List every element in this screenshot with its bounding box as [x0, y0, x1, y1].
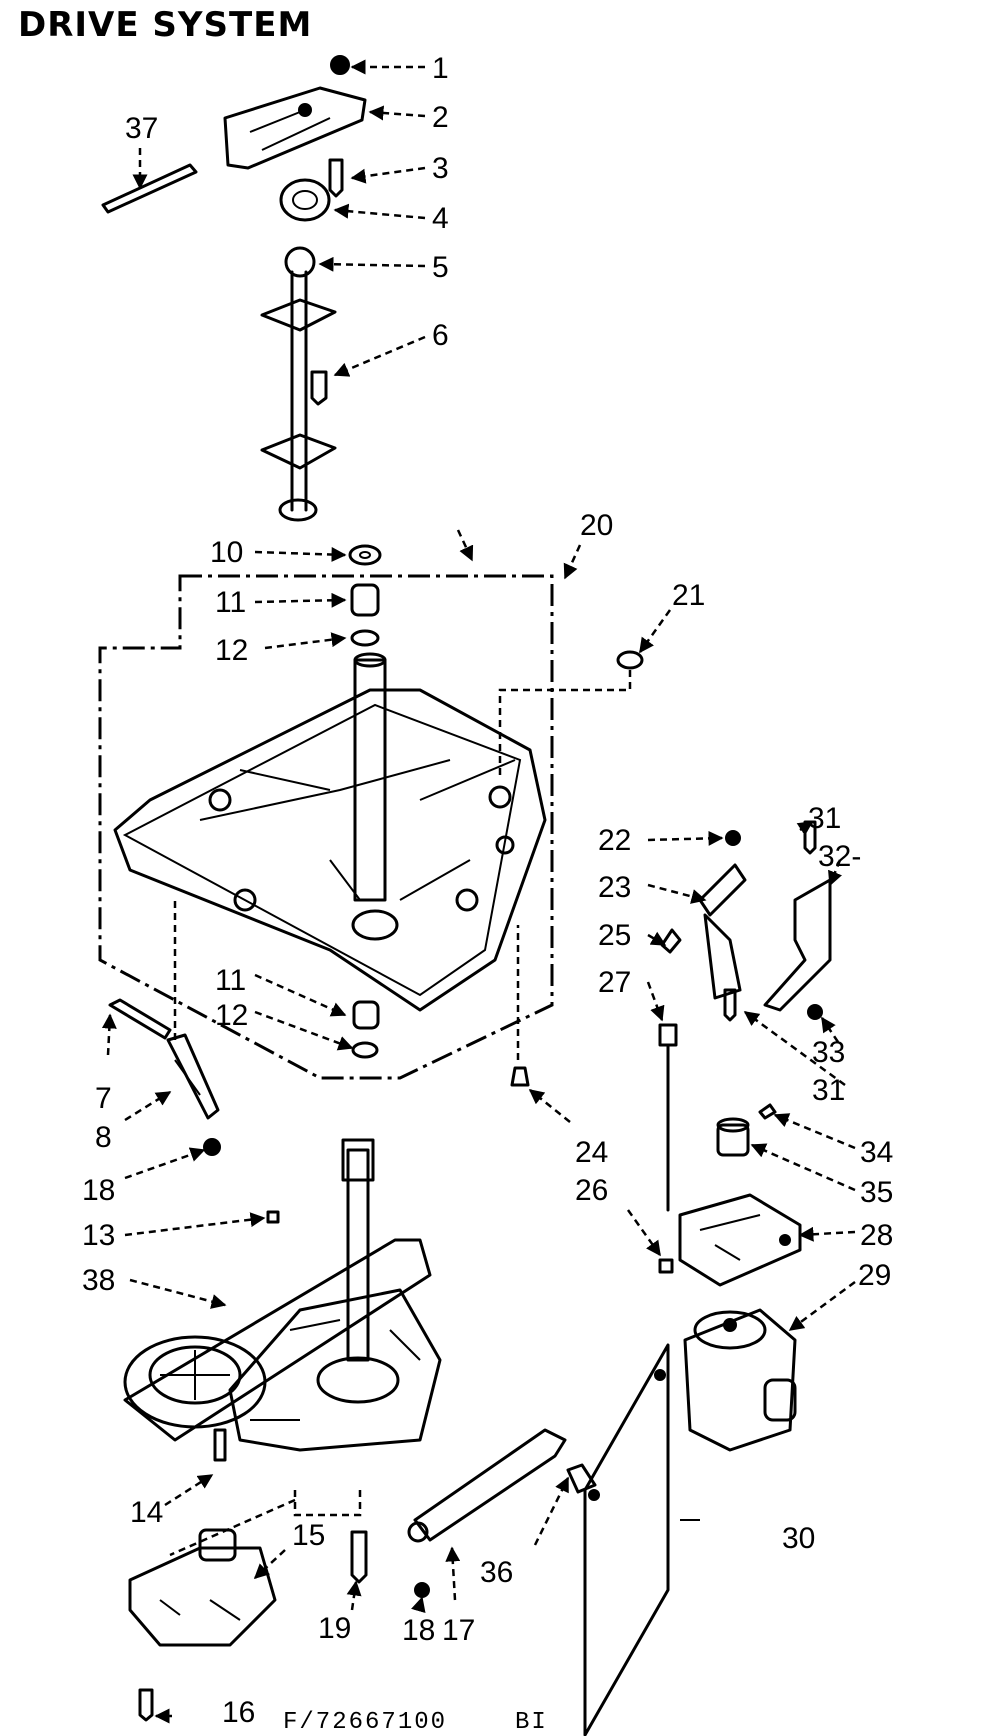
callout-34: 34 [860, 1136, 893, 1169]
callout-11: 11 [215, 586, 246, 619]
part-11-bushing [350, 583, 380, 617]
part-34-screw [758, 1103, 777, 1120]
callout-18-left: 18 [82, 1174, 115, 1207]
part-12-lower-washer [351, 1041, 379, 1059]
callout-30: 30 [782, 1522, 815, 1555]
part-8-bracket [166, 1033, 220, 1120]
part-32-bracket [763, 878, 832, 1012]
part-18-nut [203, 1138, 221, 1156]
part-24-clip [510, 1066, 530, 1087]
footer-part-code: F/72667100 [283, 1709, 447, 1736]
part-29-motor [683, 1308, 797, 1452]
part-11-lower-bushing [352, 1000, 380, 1030]
part-35-coupling [716, 1117, 750, 1157]
callout-7: 7 [95, 1082, 112, 1115]
callout-1: 1 [432, 52, 449, 85]
part-10-nut [348, 544, 382, 566]
part-12-washer [350, 629, 380, 647]
callout-20: 20 [580, 509, 613, 542]
part-5-shaft-assembly [260, 246, 337, 522]
callout-38: 38 [82, 1264, 115, 1297]
part-25-screw [660, 928, 682, 954]
callout-25: 25 [598, 919, 631, 952]
part-17-brace [407, 1428, 567, 1543]
diagram-title: DRIVE SYSTEM [18, 5, 312, 45]
callout-29: 29 [858, 1259, 891, 1292]
callout-15: 15 [292, 1519, 325, 1552]
part-27-spacer [658, 1023, 678, 1047]
part-23-bracket [698, 863, 747, 1000]
part-22-nut [725, 830, 741, 846]
callout-23: 23 [598, 871, 631, 904]
callout-31-bottom: 31 [812, 1074, 845, 1107]
part-30-panel [583, 1343, 700, 1736]
callout-5: 5 [432, 251, 449, 284]
callout-27: 27 [598, 966, 631, 999]
callout-33: 33 [812, 1036, 845, 1069]
part-37-rod [101, 163, 198, 214]
part-7-screw [108, 998, 172, 1040]
callout-19: 19 [318, 1612, 351, 1645]
callout-22: 22 [598, 824, 631, 857]
callout-18-bottom: 18 [402, 1614, 435, 1647]
callout-21: 21 [672, 579, 705, 612]
part-18-lower-nut [414, 1582, 430, 1598]
part-31-screw [723, 820, 817, 1022]
part-38-belt [123, 1238, 432, 1442]
callout-4: 4 [432, 202, 449, 235]
part-28-mount [678, 1193, 802, 1287]
callout-31-top: 31 [808, 802, 841, 835]
part-33-nut [807, 1004, 823, 1020]
dashed-assembly-boundary [98, 574, 554, 1080]
callout-3: 3 [432, 152, 449, 185]
callout-13: 13 [82, 1219, 115, 1252]
lead-line-19 [293, 1490, 362, 1517]
callout-12: 12 [215, 634, 248, 667]
leader-lines [101, 59, 856, 1724]
callout-28: 28 [860, 1219, 893, 1252]
callout-26: 26 [575, 1174, 608, 1207]
part-4-bearing [279, 178, 331, 222]
callout-17: 17 [442, 1614, 475, 1647]
callout-16: 16 [222, 1696, 255, 1729]
transmission-body [228, 1138, 442, 1452]
callout-35: 35 [860, 1176, 893, 1209]
part-16-screw [138, 1688, 154, 1722]
part-3-bolt [328, 158, 344, 198]
callout-32: 32- [818, 840, 861, 873]
callout-14: 14 [130, 1496, 163, 1529]
callout-2: 2 [432, 101, 449, 134]
part-6-pin [310, 370, 328, 406]
callout-10: 10 [210, 536, 243, 569]
part-20-gearcase-plate [113, 652, 547, 1012]
callout-8: 8 [95, 1121, 112, 1154]
part-21-nut [498, 650, 644, 780]
callout-labels: 1 2 3 4 5 6 37 10 11 12 20 21 22 23 25 2… [82, 52, 893, 1729]
callout-37: 37 [125, 112, 158, 145]
part-2-bracket [223, 86, 367, 170]
part-13-clip [266, 1210, 280, 1224]
part-26-rod [658, 1043, 674, 1274]
part-19-bolt [350, 1530, 368, 1584]
part-15-pump [128, 1528, 277, 1647]
callout-12-lower: 12 [215, 999, 248, 1032]
callout-24: 24 [575, 1136, 608, 1169]
callout-36: 36 [480, 1556, 513, 1589]
footer-suffix: BI [515, 1709, 548, 1736]
part-14-shaft [213, 1428, 227, 1462]
callout-11-lower: 11 [215, 964, 246, 997]
part-1-nut [330, 55, 350, 75]
transmission-pulley [123, 1335, 267, 1429]
callout-6: 6 [432, 319, 449, 352]
part-36-clip [566, 1463, 597, 1494]
